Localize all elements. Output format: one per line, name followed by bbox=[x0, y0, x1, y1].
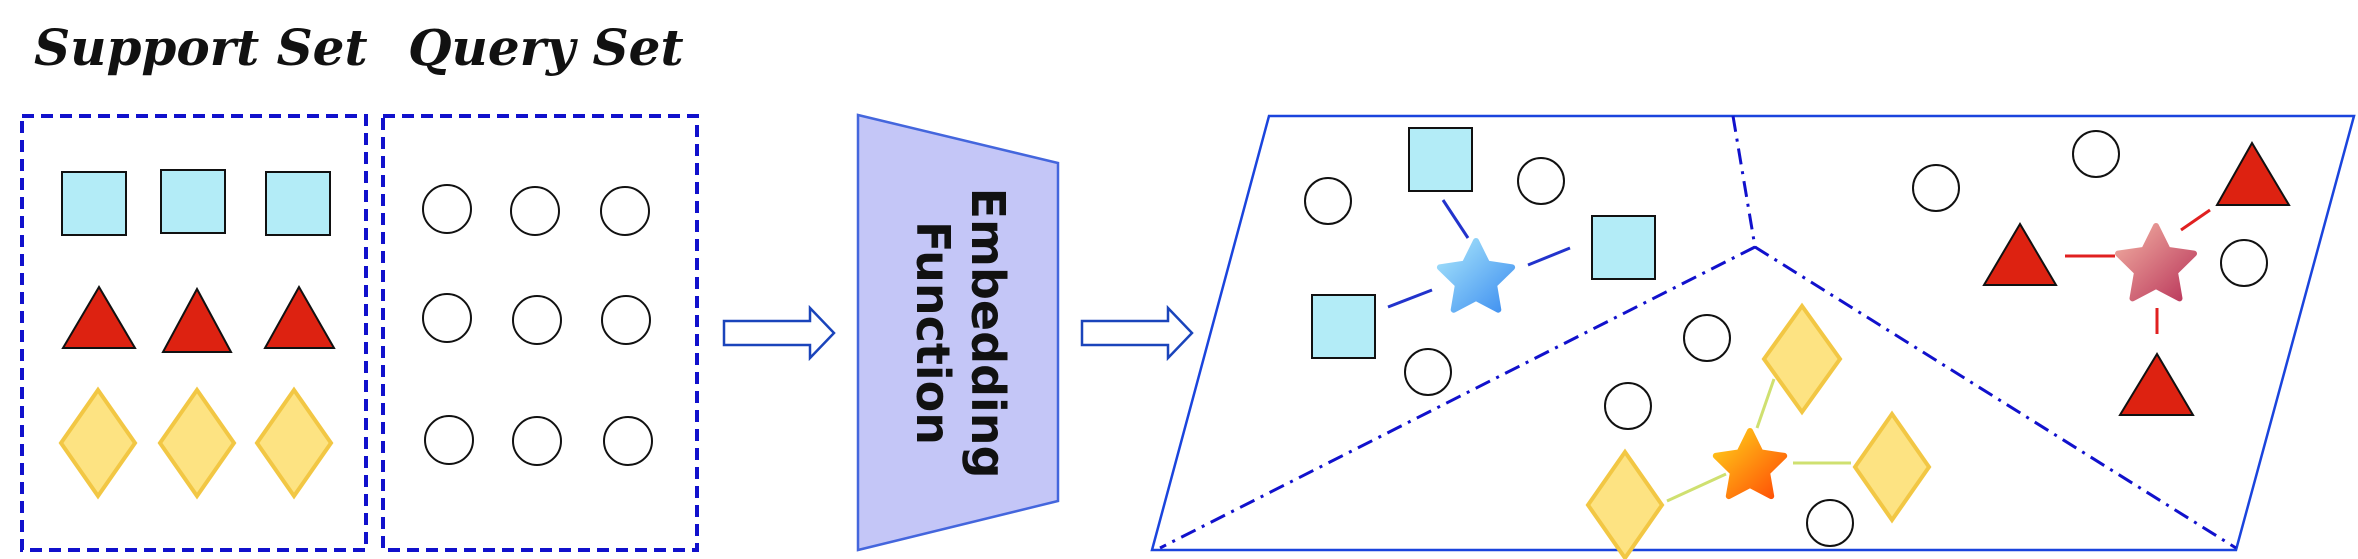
triangle-icon bbox=[161, 286, 233, 353]
support-set-title: Support Set bbox=[34, 18, 368, 77]
diamond-icon bbox=[1585, 448, 1665, 559]
circle-icon bbox=[1404, 348, 1452, 396]
square-icon bbox=[1591, 215, 1656, 280]
region-boundary bbox=[1159, 245, 1756, 550]
circle-icon bbox=[510, 186, 560, 236]
diamond-icon bbox=[1852, 410, 1932, 524]
embedding-label-line1: Embedding bbox=[961, 188, 1015, 479]
region-boundary bbox=[1754, 245, 2237, 550]
blue-link bbox=[1441, 199, 1470, 239]
circle-icon bbox=[600, 186, 650, 236]
triangle-icon bbox=[61, 285, 137, 349]
query-set-title: Query Set bbox=[408, 18, 684, 77]
support-set-box bbox=[20, 114, 368, 552]
square-icon bbox=[1311, 294, 1376, 359]
diamond-icon bbox=[254, 386, 334, 500]
circle-icon bbox=[2220, 239, 2268, 287]
arrow-right-icon bbox=[1080, 304, 1194, 362]
circle-icon bbox=[512, 295, 562, 345]
circle-icon bbox=[1517, 157, 1565, 205]
diamond-icon bbox=[1761, 302, 1843, 416]
square-icon bbox=[1408, 127, 1473, 192]
circle-icon bbox=[512, 416, 562, 466]
embedding-label-line2: Function bbox=[906, 221, 960, 445]
prototype-star-icon-red bbox=[2115, 223, 2197, 302]
circle-icon bbox=[2072, 130, 2120, 178]
triangle-icon bbox=[263, 284, 336, 349]
circle-icon bbox=[422, 293, 472, 343]
square-icon bbox=[61, 171, 127, 236]
prototype-star-icon-orange bbox=[1712, 428, 1788, 500]
circle-icon bbox=[1604, 382, 1652, 430]
circle-icon bbox=[422, 184, 472, 234]
circle-icon bbox=[601, 295, 651, 345]
circle-icon bbox=[424, 415, 474, 465]
square-icon bbox=[265, 171, 331, 236]
blue-link bbox=[1387, 288, 1433, 309]
yellow-link bbox=[1755, 378, 1776, 429]
square-icon bbox=[160, 169, 226, 234]
blue-link bbox=[1527, 246, 1571, 267]
prototype-star-icon-blue bbox=[1436, 238, 1516, 313]
circle-icon bbox=[1806, 499, 1854, 547]
red-link bbox=[2180, 208, 2211, 232]
query-set-box bbox=[381, 114, 699, 552]
yellow-link bbox=[1666, 472, 1727, 503]
embedding-space-panel bbox=[1150, 114, 2356, 552]
embedding-function-block bbox=[856, 113, 1060, 552]
circle-icon bbox=[1683, 314, 1731, 362]
diamond-icon bbox=[157, 386, 237, 500]
arrow-right-icon bbox=[722, 304, 836, 362]
triangle-icon bbox=[2215, 141, 2291, 206]
diamond-icon bbox=[58, 386, 138, 500]
triangle-icon bbox=[2118, 352, 2195, 416]
triangle-icon bbox=[1982, 222, 2058, 286]
region-boundary bbox=[1731, 115, 1757, 248]
circle-icon bbox=[603, 416, 653, 466]
circle-icon bbox=[1304, 177, 1352, 225]
circle-icon bbox=[1912, 164, 1960, 212]
